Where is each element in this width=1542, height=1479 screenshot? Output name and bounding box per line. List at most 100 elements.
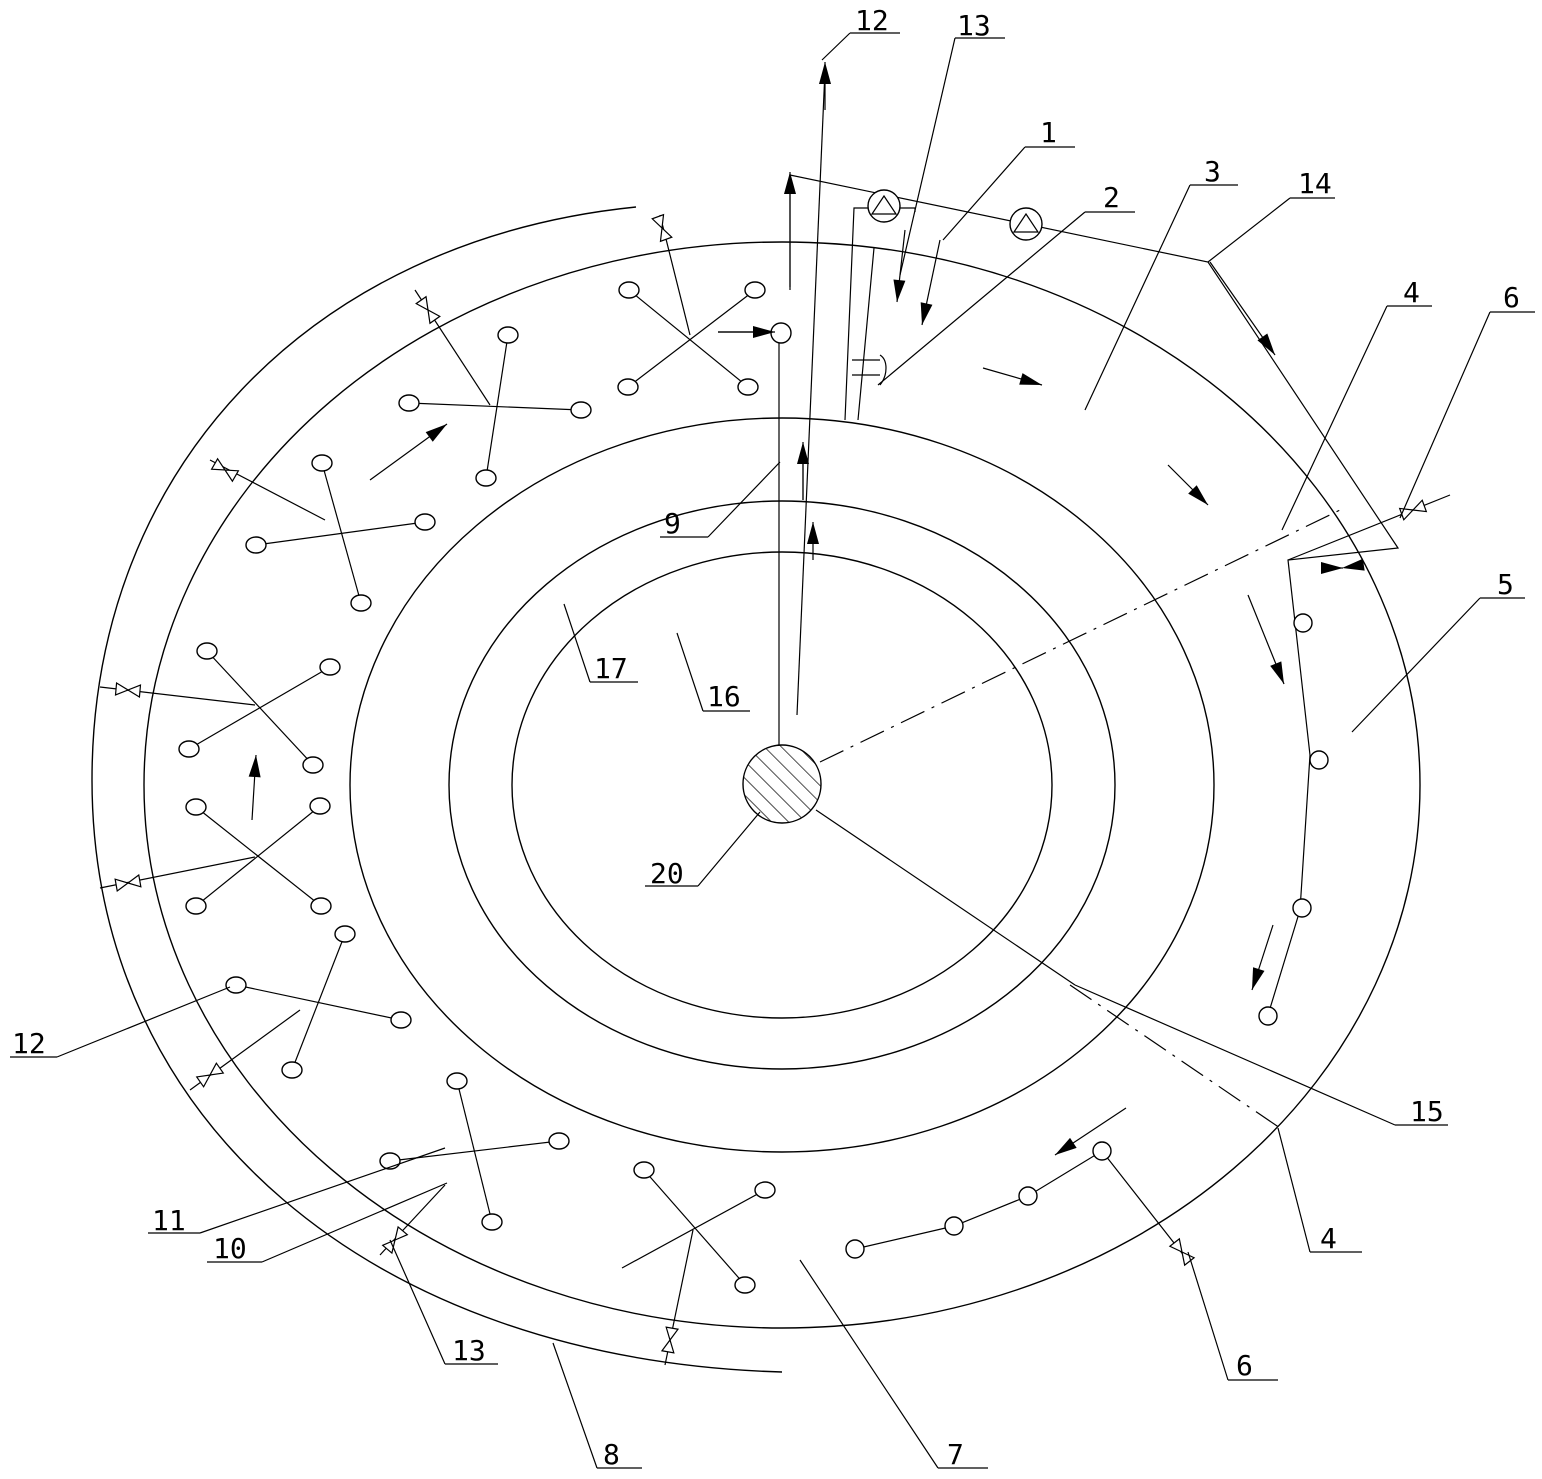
nozzle-line <box>195 805 321 907</box>
nozzle-hole <box>481 1213 503 1231</box>
callout-14: 12 <box>855 4 889 37</box>
arrowhead <box>1342 558 1365 571</box>
arrowhead <box>784 172 796 194</box>
nozzle-hole <box>618 281 640 299</box>
arrowhead <box>920 302 933 325</box>
outer-shell-arc <box>91 206 783 1373</box>
arrowhead <box>1321 562 1343 574</box>
callout-10: 10 <box>213 1232 247 1265</box>
valve-pipe <box>209 459 326 521</box>
nozzle-hole <box>633 1161 655 1179</box>
nozzle-groups <box>178 281 776 1294</box>
nozzle-hole <box>350 594 372 612</box>
callout-5: 5 <box>1497 568 1514 601</box>
nozzle-hole <box>754 1181 776 1199</box>
exhaust-pipe-14 <box>796 69 826 716</box>
callout-12: 12 <box>12 1027 46 1060</box>
callout-18: 16 <box>707 680 741 713</box>
nozzle-line <box>188 666 331 750</box>
callout-6-lower: 6 <box>1236 1349 1253 1382</box>
callout-13: 13 <box>452 1334 486 1367</box>
valve-icon <box>651 213 673 243</box>
callout-6-upper: 6 <box>1503 281 1520 314</box>
callout-8: 9 <box>664 507 681 540</box>
callout-2: 2 <box>1103 181 1120 214</box>
nozzle-hole <box>309 797 331 815</box>
arrowhead <box>1270 661 1284 684</box>
ring-19 <box>448 500 1116 1070</box>
right-hole <box>1292 898 1312 918</box>
nozzle-line <box>195 806 322 907</box>
nozzle-hole <box>178 740 200 758</box>
arrowhead <box>1257 333 1275 355</box>
partition-line-lower <box>1069 984 1281 1129</box>
nozzle-hole <box>319 658 341 676</box>
burner-duct-right <box>857 247 875 421</box>
leader-lines <box>10 32 1535 1469</box>
nozzle-hole <box>617 378 639 396</box>
bottom-hole <box>1092 1141 1112 1161</box>
callout-19: 17 <box>594 652 628 685</box>
callout-20: 20 <box>650 857 684 890</box>
nozzle-line <box>408 402 582 411</box>
valve-icon <box>415 295 441 325</box>
ring-18 <box>511 551 1053 1019</box>
arrowhead <box>248 755 261 778</box>
bottom-hole <box>845 1239 865 1259</box>
callout-4-upper: 4 <box>1403 276 1420 309</box>
arrowhead <box>1019 373 1042 385</box>
nozzle-hole <box>570 401 592 419</box>
nozzle-hole <box>310 897 332 915</box>
burner-nozzle-2 <box>852 354 887 386</box>
arrowhead <box>819 62 831 84</box>
nozzle-hole <box>281 1061 303 1079</box>
center-hub <box>742 744 822 824</box>
callout-7: 7 <box>947 1438 964 1471</box>
nozzle-line <box>628 289 749 388</box>
nozzle-line <box>235 984 402 1021</box>
nozzle-hole <box>734 1276 756 1294</box>
bottom-hole <box>1018 1186 1038 1206</box>
radial-line-17 <box>815 809 1076 986</box>
ring-inner-wall <box>349 417 1215 1153</box>
arrowhead <box>893 279 906 302</box>
callout-16: 14 <box>1298 167 1332 200</box>
nozzle-hole <box>185 897 207 915</box>
nozzle-hole <box>446 1072 468 1090</box>
right-hole <box>1293 613 1313 633</box>
callout-3: 3 <box>1204 155 1221 188</box>
nozzle-line <box>621 1189 766 1269</box>
arrowhead <box>807 522 819 544</box>
callout-9: 8 <box>603 1438 620 1471</box>
callout-11: 11 <box>152 1204 186 1237</box>
nozzle-hole <box>302 756 324 774</box>
left-valves <box>99 213 694 1366</box>
nozzle-hole <box>245 536 267 554</box>
nozzle-line <box>627 289 756 388</box>
valve-icon <box>114 873 142 893</box>
valve-icon <box>114 681 142 699</box>
nozzle-line <box>485 334 509 479</box>
nozzle-line <box>643 1169 746 1286</box>
arrowhead <box>425 424 447 442</box>
bottom-hole-chain <box>854 1150 1186 1258</box>
nozzle-hole <box>414 513 436 531</box>
nozzle-line <box>255 521 426 546</box>
nozzle-hole <box>196 642 218 660</box>
nozzle-hole <box>497 326 519 344</box>
callout-1: 1 <box>1040 116 1057 149</box>
nozzle-hole <box>311 454 333 472</box>
valve-icon <box>1168 1237 1196 1267</box>
valve-icon <box>660 1326 680 1354</box>
valve-icon <box>210 457 240 483</box>
right-hole <box>1309 750 1329 770</box>
arrowhead <box>1252 967 1265 990</box>
arrowhead <box>753 326 775 338</box>
partition-line-upper <box>819 509 1341 763</box>
bottom-hole <box>944 1216 964 1236</box>
nozzle-hole <box>475 469 497 487</box>
pump-icon <box>1009 207 1043 241</box>
arrowhead <box>1055 1137 1077 1155</box>
flow-arrows <box>248 62 1365 1156</box>
nozzle-hole <box>737 378 759 396</box>
